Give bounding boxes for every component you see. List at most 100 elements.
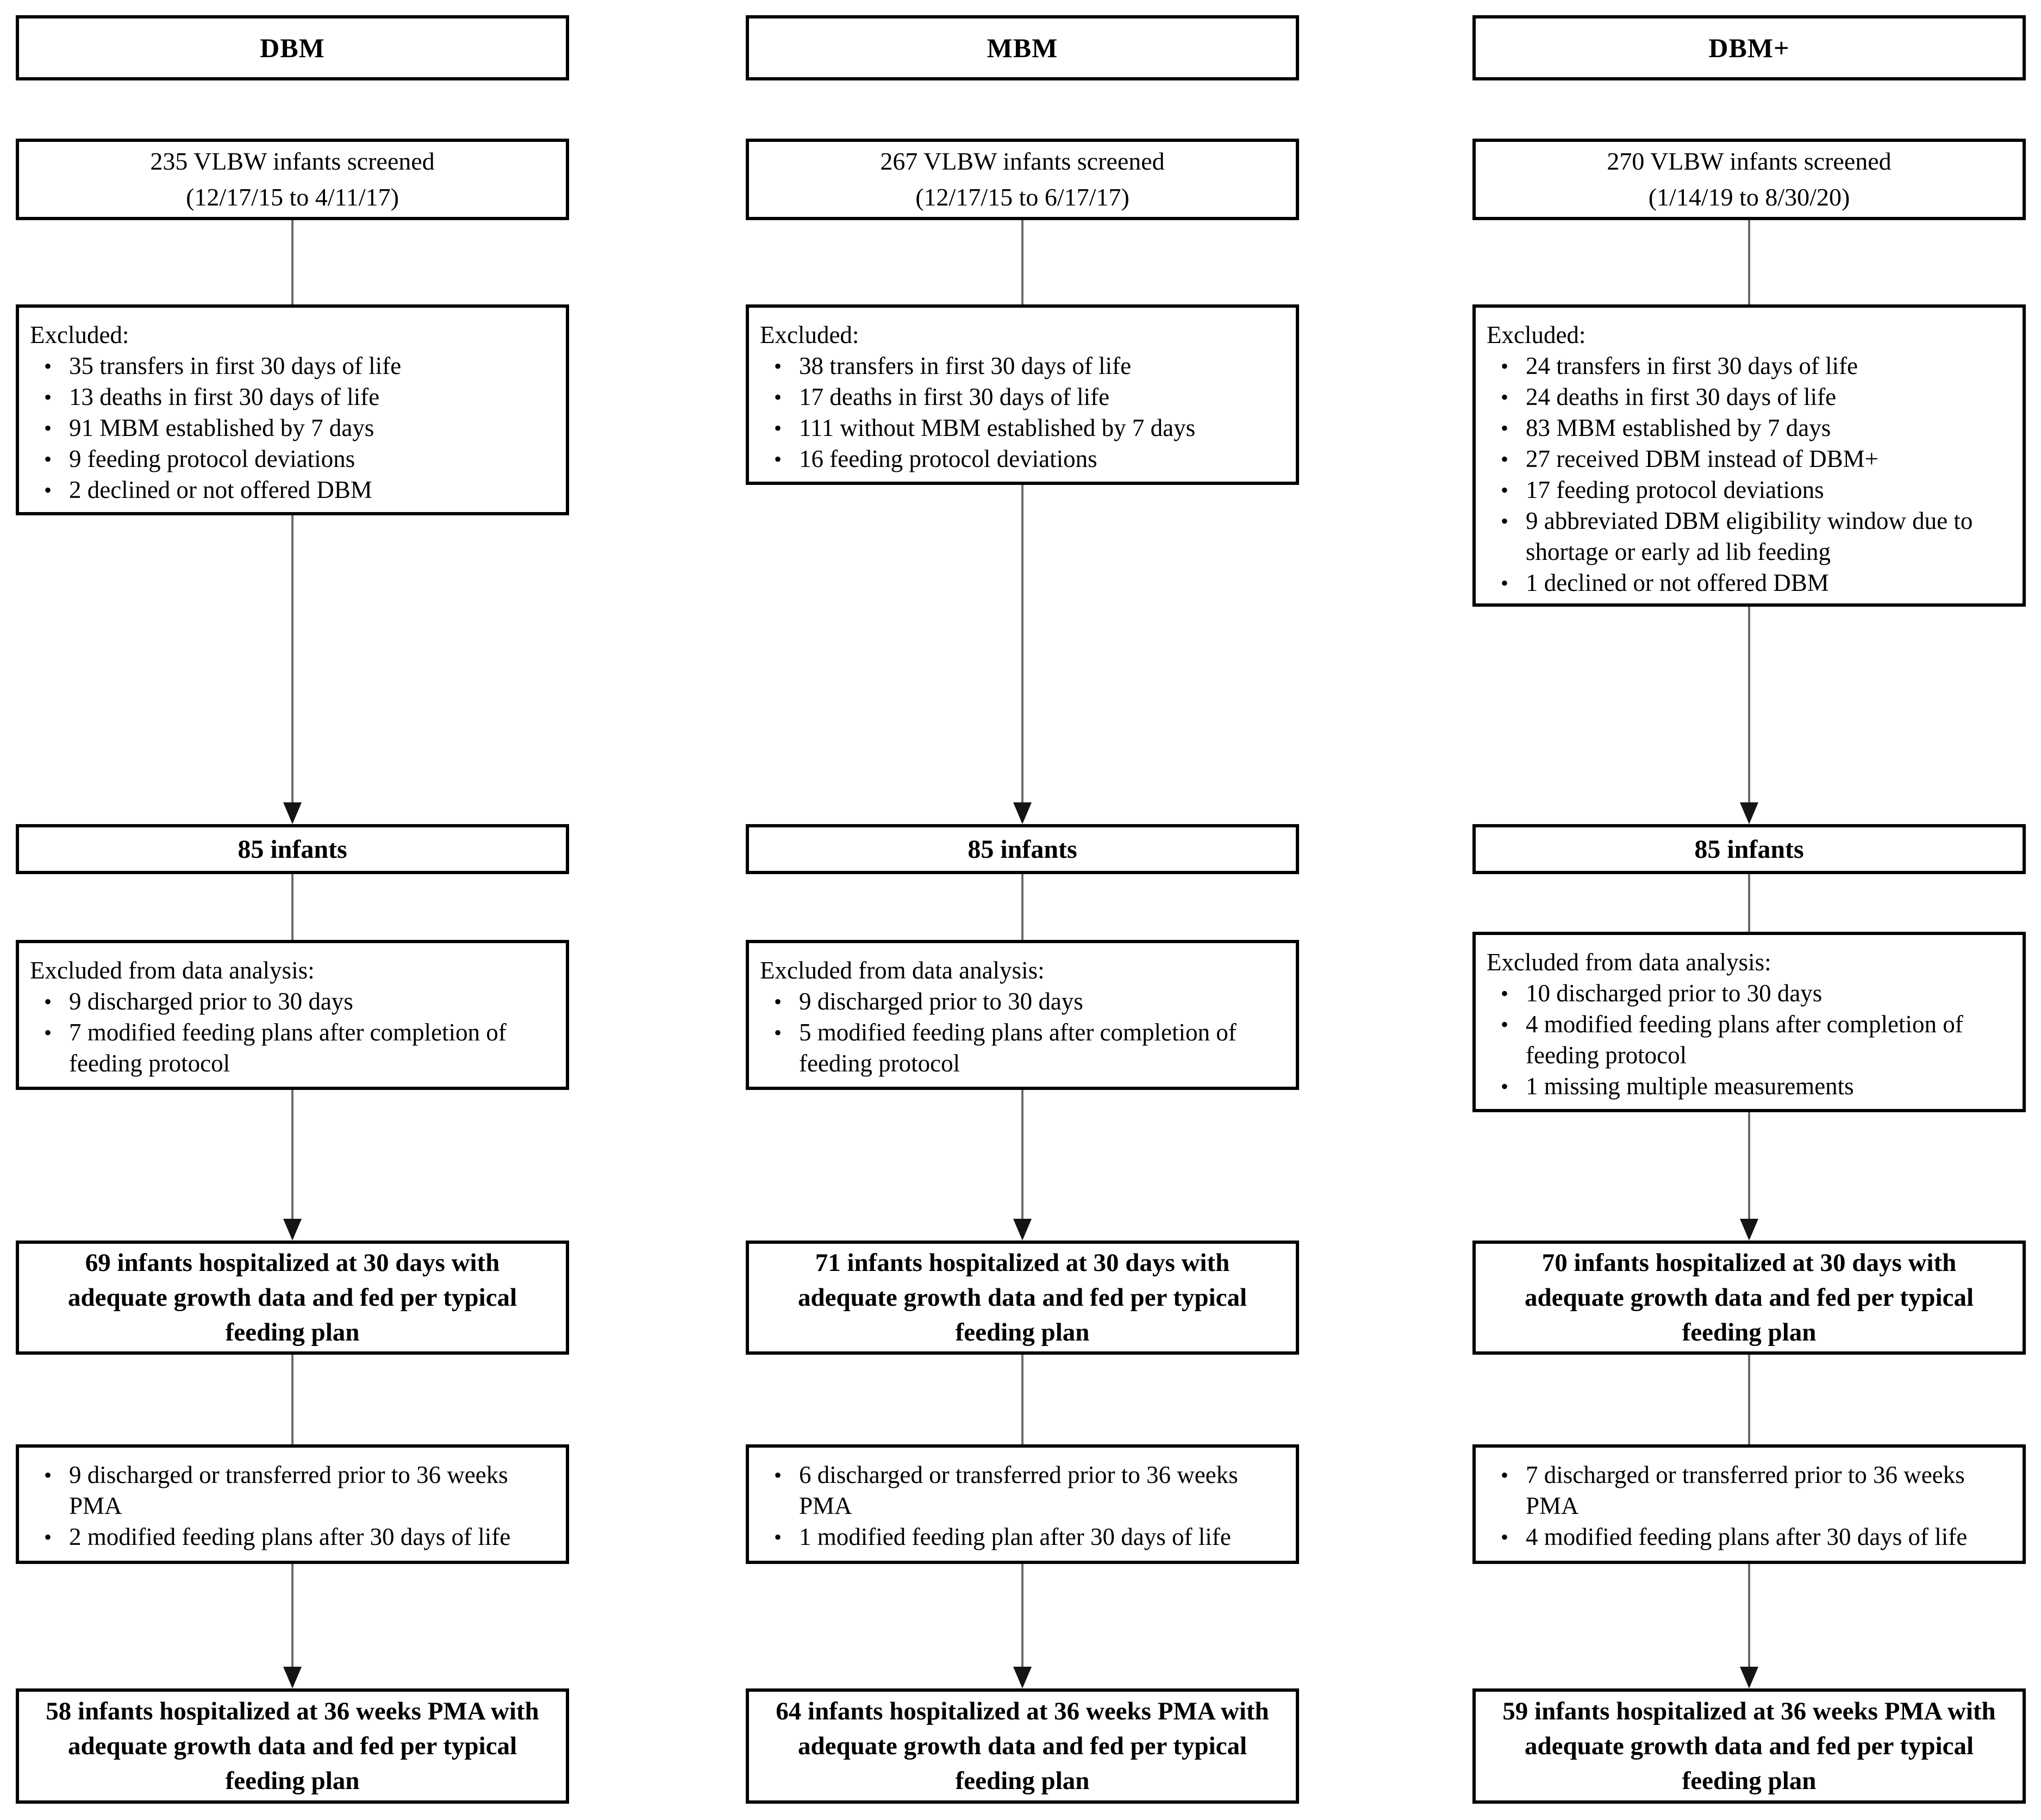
list-item: 4 modified feeding plans after 30 days o… (1487, 1522, 2009, 1553)
arrow-down-icon (1740, 1219, 1758, 1241)
arrow-down-icon (1740, 802, 1758, 824)
list-item: 91 MBM established by 7 days (30, 413, 553, 444)
list-item: 4 modified feeding plans after completio… (1487, 1009, 2009, 1071)
list-item: 24 transfers in first 30 days of life (1487, 351, 2009, 382)
mbm-analysis-excluded-box: Excluded from data analysis: 9 discharge… (746, 940, 1299, 1090)
mbm-screened-text: 267 VLBW infants screened (12/17/15 to 6… (880, 144, 1164, 215)
list-item: 17 deaths in first 30 days of life (760, 382, 1283, 413)
list-item: 6 discharged or transferred prior to 36 … (760, 1460, 1283, 1522)
connector-line (291, 1090, 294, 1220)
dbm-excluded-title: Excluded: (30, 321, 129, 348)
mbm-screened-line1: 267 VLBW infants screened (880, 147, 1165, 175)
dbm-day30-text: 69 infants hospitalized at 30 days with … (67, 1249, 517, 1347)
list-item: 9 discharged prior to 30 days (760, 986, 1283, 1017)
list-item: 9 feeding protocol deviations (30, 444, 553, 475)
dbm-week36-excluded-box: 9 discharged or transferred prior to 36 … (16, 1444, 569, 1564)
mbm-analysis-title: Excluded from data analysis: (760, 957, 1045, 984)
list-item: 2 modified feeding plans after 30 days o… (30, 1522, 553, 1553)
dbm-final-box: 58 infants hospitalized at 36 weeks PMA … (16, 1688, 569, 1804)
dbm-screened-line2: (12/17/15 to 4/11/17) (186, 183, 399, 211)
dbm-plus-count-label: 85 infants (1694, 834, 1804, 864)
mbm-excluded-list: 38 transfers in first 30 days of life 17… (760, 351, 1283, 475)
connector-line (1021, 874, 1023, 940)
mbm-day30-text: 71 infants hospitalized at 30 days with … (797, 1249, 1247, 1347)
dbm-analysis-list: 9 discharged prior to 30 days 7 modified… (30, 986, 553, 1079)
list-item: 2 declined or not offered DBM (30, 475, 553, 506)
dbm-final-text: 58 infants hospitalized at 36 weeks PMA … (46, 1697, 539, 1795)
dbm-excluded-box: Excluded: 35 transfers in first 30 days … (16, 304, 569, 515)
mbm-excluded-title: Excluded: (760, 321, 859, 348)
connector-line (1748, 1355, 1750, 1444)
arrow-down-icon (283, 1667, 302, 1688)
dbm-plus-analysis-excluded-box: Excluded from data analysis: 10 discharg… (1472, 932, 2026, 1112)
dbm-header-box: DBM (16, 15, 569, 80)
list-item: 10 discharged prior to 30 days (1487, 978, 2009, 1009)
list-item: 111 without MBM established by 7 days (760, 413, 1283, 444)
connector-line (1021, 1355, 1023, 1444)
arrow-down-icon (283, 802, 302, 824)
list-item: 38 transfers in first 30 days of life (760, 351, 1283, 382)
dbm-screened-text: 235 VLBW infants screened (12/17/15 to 4… (150, 144, 434, 215)
connector-line (1748, 607, 1750, 803)
list-item: 9 discharged prior to 30 days (30, 986, 553, 1017)
list-item: 9 discharged or transferred prior to 36 … (30, 1460, 553, 1522)
arrow-down-icon (1740, 1667, 1758, 1688)
mbm-count-box: 85 infants (746, 824, 1299, 874)
dbm-count-box: 85 infants (16, 824, 569, 874)
connector-line (1748, 1564, 1750, 1668)
connector-line (1021, 1564, 1023, 1668)
dbm-plus-header-label: DBM+ (1708, 33, 1790, 63)
connector-line (1748, 874, 1750, 932)
dbm-plus-screened-line2: (1/14/19 to 8/30/20) (1648, 183, 1850, 211)
dbm-analysis-excluded-box: Excluded from data analysis: 9 discharge… (16, 940, 569, 1090)
list-item: 7 discharged or transferred prior to 36 … (1487, 1460, 2009, 1522)
dbm-plus-excluded-box: Excluded: 24 transfers in first 30 days … (1472, 304, 2026, 607)
mbm-final-box: 64 infants hospitalized at 36 weeks PMA … (746, 1688, 1299, 1804)
dbm-analysis-title: Excluded from data analysis: (30, 957, 315, 984)
list-item: 24 deaths in first 30 days of life (1487, 382, 2009, 413)
list-item: 83 MBM established by 7 days (1487, 413, 2009, 444)
dbm-plus-excluded-list: 24 transfers in first 30 days of life 24… (1487, 351, 2009, 599)
connector-line (291, 1564, 294, 1668)
dbm-plus-analysis-list: 10 discharged prior to 30 days 4 modifie… (1487, 978, 2009, 1102)
list-item: 1 declined or not offered DBM (1487, 568, 2009, 599)
list-item: 5 modified feeding plans after completio… (760, 1017, 1283, 1079)
dbm-plus-header-box: DBM+ (1472, 15, 2026, 80)
list-item: 16 feeding protocol deviations (760, 444, 1283, 475)
list-item: 35 transfers in first 30 days of life (30, 351, 553, 382)
dbm-excluded-list: 35 transfers in first 30 days of life 13… (30, 351, 553, 506)
connector-line (1748, 1112, 1750, 1220)
mbm-excluded-box: Excluded: 38 transfers in first 30 days … (746, 304, 1299, 485)
connector-line (1021, 220, 1023, 304)
dbm-plus-screened-box: 270 VLBW infants screened (1/14/19 to 8/… (1472, 139, 2026, 220)
arrow-down-icon (1013, 1219, 1032, 1241)
dbm-plus-screened-text: 270 VLBW infants screened (1/14/19 to 8/… (1607, 144, 1891, 215)
arrow-down-icon (1013, 802, 1032, 824)
mbm-day30-box: 71 infants hospitalized at 30 days with … (746, 1241, 1299, 1355)
arrow-down-icon (1013, 1667, 1032, 1688)
dbm-screened-box: 235 VLBW infants screened (12/17/15 to 4… (16, 139, 569, 220)
mbm-analysis-list: 9 discharged prior to 30 days 5 modified… (760, 986, 1283, 1079)
dbm-plus-week36-list: 7 discharged or transferred prior to 36 … (1487, 1460, 2009, 1553)
dbm-plus-final-text: 59 infants hospitalized at 36 weeks PMA … (1502, 1697, 1996, 1795)
list-item: 1 modified feeding plan after 30 days of… (760, 1522, 1283, 1553)
dbm-plus-excluded-title: Excluded: (1487, 321, 1586, 348)
list-item: 17 feeding protocol deviations (1487, 475, 2009, 506)
dbm-screened-line1: 235 VLBW infants screened (150, 147, 435, 175)
dbm-plus-analysis-title: Excluded from data analysis: (1487, 949, 1771, 976)
connector-line (1021, 1090, 1023, 1220)
dbm-plus-day30-box: 70 infants hospitalized at 30 days with … (1472, 1241, 2026, 1355)
dbm-plus-day30-text: 70 infants hospitalized at 30 days with … (1524, 1249, 1974, 1347)
connector-line (291, 515, 294, 803)
mbm-screened-line2: (12/17/15 to 6/17/17) (915, 183, 1129, 211)
mbm-week36-excluded-box: 6 discharged or transferred prior to 36 … (746, 1444, 1299, 1564)
mbm-final-text: 64 infants hospitalized at 36 weeks PMA … (776, 1697, 1269, 1795)
dbm-plus-count-box: 85 infants (1472, 824, 2026, 874)
dbm-week36-list: 9 discharged or transferred prior to 36 … (30, 1460, 553, 1553)
mbm-screened-box: 267 VLBW infants screened (12/17/15 to 6… (746, 139, 1299, 220)
list-item: 1 missing multiple measurements (1487, 1071, 2009, 1102)
dbm-plus-final-box: 59 infants hospitalized at 36 weeks PMA … (1472, 1688, 2026, 1804)
list-item: 9 abbreviated DBM eligibility window due… (1487, 506, 2009, 568)
mbm-week36-list: 6 discharged or transferred prior to 36 … (760, 1460, 1283, 1553)
arrow-down-icon (283, 1219, 302, 1241)
